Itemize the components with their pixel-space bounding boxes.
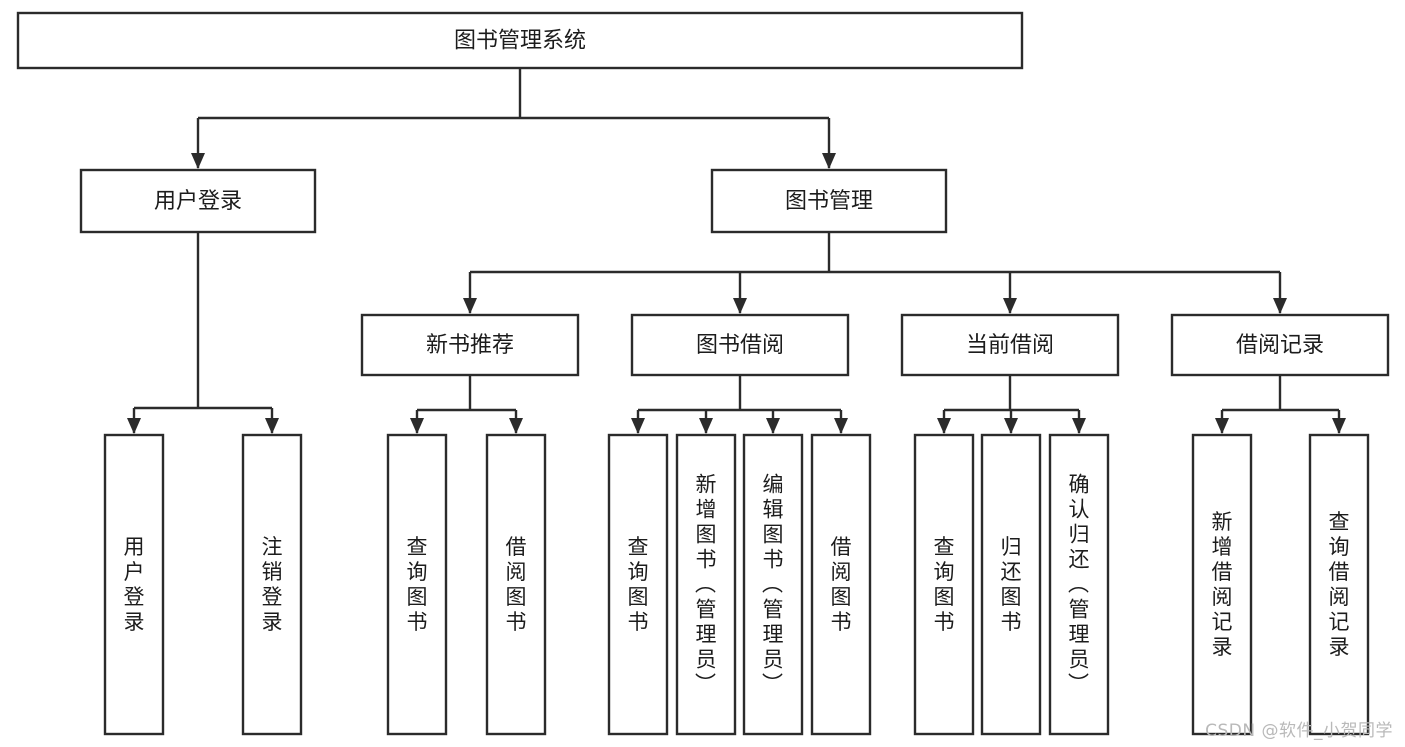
arrow-head-icon [1072, 418, 1086, 434]
arrow-head-icon [1215, 418, 1229, 434]
edge-group-借阅记录 [1215, 375, 1346, 434]
node-box [630, 313, 850, 377]
arrow-head-icon [1003, 298, 1017, 314]
node-box [386, 433, 448, 736]
node-leaf-编辑图书管理员-6[interactable]: 编辑图书（管理员） [742, 433, 804, 736]
node-l3-当前借阅-2[interactable]: 当前借阅 [900, 313, 1120, 377]
node-label: 借阅图书 [506, 535, 527, 634]
edge-group-新书推荐 [410, 375, 523, 434]
node-leaf-查询图书-4[interactable]: 查询图书 [607, 433, 669, 736]
node-l3-借阅记录-3[interactable]: 借阅记录 [1170, 313, 1390, 377]
arrow-head-icon [834, 418, 848, 434]
edge-group-user-login [127, 232, 279, 434]
node-label: 新书推荐 [426, 333, 514, 358]
node-box [79, 168, 317, 234]
arrow-head-icon [699, 418, 713, 434]
node-box [900, 313, 1120, 377]
node-label: 图书借阅 [696, 333, 784, 358]
node-box [16, 11, 1024, 70]
node-box [241, 433, 303, 736]
node-l2-图书管理-1[interactable]: 图书管理 [710, 168, 948, 234]
node-leaf-新增借阅记录-11[interactable]: 新增借阅记录 [1191, 433, 1253, 736]
arrow-head-icon [127, 418, 141, 434]
edge-group-book-management [463, 232, 1287, 314]
node-label: 查询图书 [628, 535, 649, 634]
arrow-head-icon [937, 418, 951, 434]
node-box [360, 313, 580, 377]
node-label: 图书管理系统 [454, 29, 586, 54]
connector-layer [127, 68, 1346, 434]
node-leaf-新增图书管理员-5[interactable]: 新增图书（管理员） [675, 433, 737, 736]
node-box [1048, 433, 1110, 736]
node-box [913, 433, 975, 736]
node-label: 当前借阅 [966, 333, 1054, 358]
edge-group-root [191, 68, 836, 169]
node-box [607, 433, 669, 736]
node-box [675, 433, 737, 736]
node-label: 查询图书 [934, 535, 955, 634]
arrow-head-icon [265, 418, 279, 434]
arrow-head-icon [1332, 418, 1346, 434]
node-l2-用户登录-0[interactable]: 用户登录 [79, 168, 317, 234]
node-label: 新增借阅记录 [1212, 510, 1233, 659]
node-l3-图书借阅-1[interactable]: 图书借阅 [630, 313, 850, 377]
arrow-head-icon [1273, 298, 1287, 314]
edge-group-当前借阅 [937, 375, 1086, 434]
node-box [742, 433, 804, 736]
node-label: 借阅图书 [831, 535, 852, 634]
arrow-head-icon [410, 418, 424, 434]
node-box [103, 433, 165, 736]
node-label: 新增图书（管理员） [695, 473, 717, 697]
arrow-head-icon [1004, 418, 1018, 434]
node-label: 编辑图书（管理员） [762, 473, 784, 697]
node-box [710, 168, 948, 234]
node-leaf-借阅图书-7[interactable]: 借阅图书 [810, 433, 872, 736]
node-leaf-查询图书-2[interactable]: 查询图书 [386, 433, 448, 736]
node-leaf-借阅图书-3[interactable]: 借阅图书 [485, 433, 547, 736]
node-leaf-查询图书-8[interactable]: 查询图书 [913, 433, 975, 736]
node-label: 图书管理 [785, 189, 873, 214]
node-box [485, 433, 547, 736]
arrow-head-icon [733, 298, 747, 314]
edge-group-图书借阅 [631, 375, 848, 434]
node-leaf-确认归还管理员-10[interactable]: 确认归还（管理员） [1048, 433, 1110, 736]
node-label: 确认归还（管理员） [1068, 473, 1090, 697]
node-label: 借阅记录 [1236, 333, 1324, 358]
node-box [1170, 313, 1390, 377]
arrow-head-icon [766, 418, 780, 434]
node-leaf-用户登录-0[interactable]: 用户登录 [103, 433, 165, 736]
node-label: 用户登录 [154, 189, 242, 214]
arrow-head-icon [822, 153, 836, 169]
node-root-图书管理系统-0[interactable]: 图书管理系统 [16, 11, 1024, 70]
node-box [810, 433, 872, 736]
node-leaf-注销登录-1[interactable]: 注销登录 [241, 433, 303, 736]
arrow-head-icon [191, 153, 205, 169]
node-box [1308, 433, 1370, 736]
node-label: 注销登录 [262, 535, 283, 634]
arrow-head-icon [631, 418, 645, 434]
node-label: 查询借阅记录 [1329, 510, 1350, 659]
watermark-text: CSDN @软件_小贺同学 [1205, 721, 1393, 741]
node-layer: 图书管理系统用户登录图书管理新书推荐图书借阅当前借阅借阅记录用户登录注销登录查询… [16, 11, 1390, 736]
node-box [1191, 433, 1253, 736]
node-label: 查询图书 [407, 535, 428, 634]
arrow-head-icon [463, 298, 477, 314]
node-l3-新书推荐-0[interactable]: 新书推荐 [360, 313, 580, 377]
node-label: 用户登录 [124, 535, 145, 634]
arrow-head-icon [509, 418, 523, 434]
node-leaf-查询借阅记录-12[interactable]: 查询借阅记录 [1308, 433, 1370, 736]
node-label: 归还图书 [1001, 535, 1022, 634]
node-box [980, 433, 1042, 736]
node-leaf-归还图书-9[interactable]: 归还图书 [980, 433, 1042, 736]
